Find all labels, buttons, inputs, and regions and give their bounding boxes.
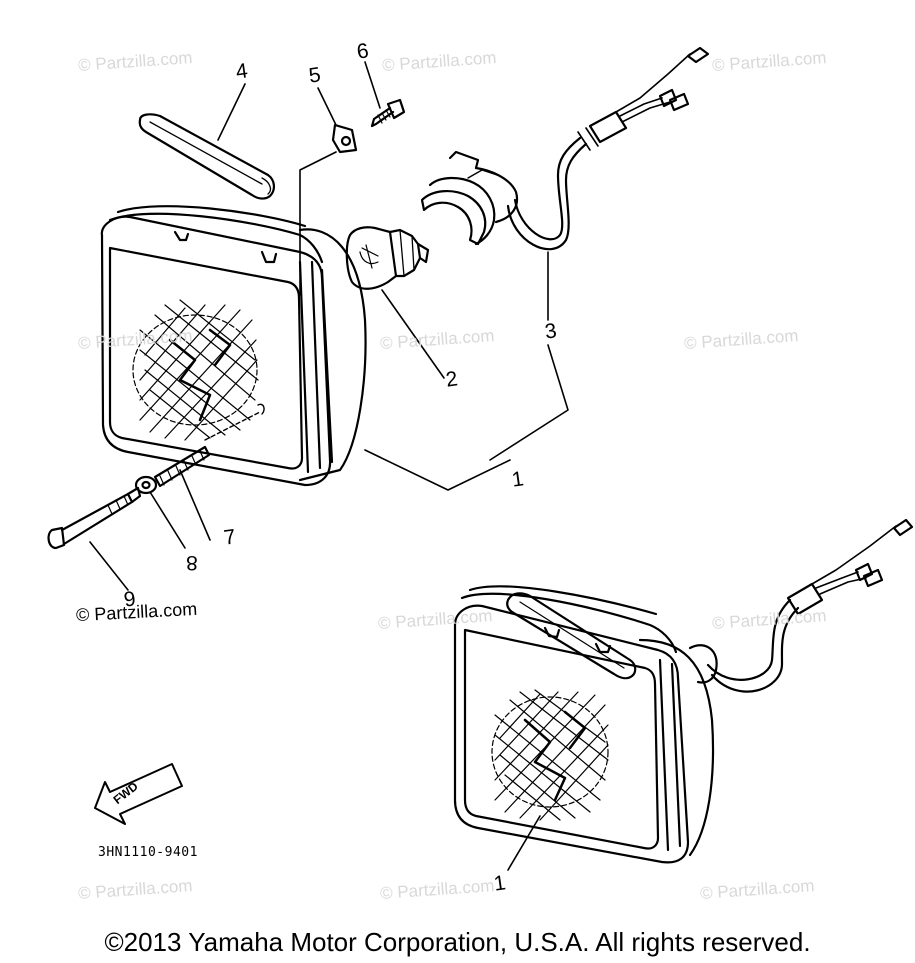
- leader-lines-top: [89, 61, 569, 591]
- part-9-bolt: [47, 486, 142, 550]
- part-4-trim-strip: [138, 113, 275, 200]
- leader-line-bottom: [507, 815, 541, 871]
- headlight-assembly-top: [100, 205, 367, 487]
- callout-8: 8: [186, 551, 198, 574]
- part-7-screw: [153, 445, 211, 488]
- part-3-socket-harness: [420, 46, 710, 251]
- part-code: 3HN1110-9401: [98, 845, 198, 860]
- part-8-washer: [134, 475, 158, 495]
- headlight-assembly-bottom: [453, 518, 914, 864]
- copyright-footer: ©2013 Yamaha Motor Corporation, U.S.A. A…: [104, 927, 811, 957]
- fwd-arrow-icon: [94, 763, 183, 825]
- part-2-bulb: [345, 226, 430, 290]
- part-6-screw: [370, 98, 406, 128]
- part-5-bracket: [331, 123, 358, 154]
